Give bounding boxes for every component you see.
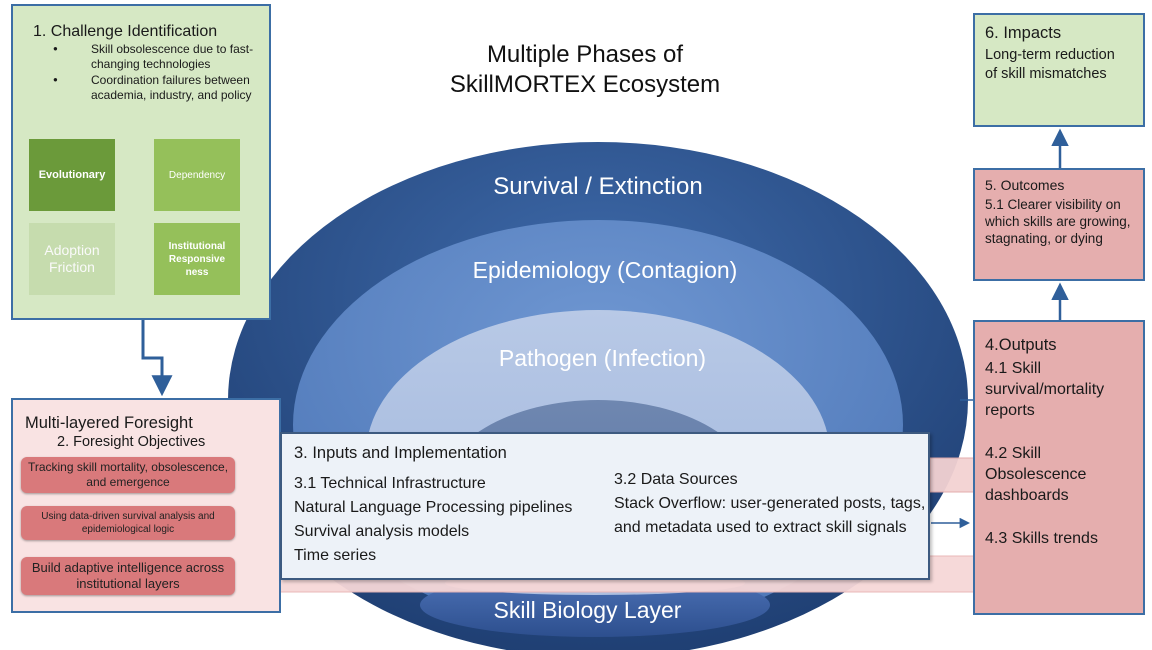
layer-label-survival: Survival / Extinction xyxy=(493,173,703,200)
infra-item-nlp: Natural Language Processing pipelines xyxy=(294,499,573,516)
output-item-1: 4.1 Skill survival/mortality reports xyxy=(985,360,1105,419)
outputs-heading: 4.Outputs xyxy=(985,336,1057,354)
foresight-heading: Multi-layered Foresight xyxy=(25,414,193,432)
outputs-box: 4.Outputs 4.1 Skill survival/mortality r… xyxy=(973,320,1145,615)
layer-label-skill-biology: Skill Biology Layer xyxy=(493,597,682,623)
infra-item-time-series: Time series xyxy=(294,547,377,564)
data-sources-column: 3.2 Data Sources Stack Overflow: user-ge… xyxy=(614,468,926,540)
outcomes-box: 5. Outcomes 5.1 Clearer visibility on wh… xyxy=(973,168,1145,281)
challenge-bullet-2: Coordination failures between academia, … xyxy=(53,73,263,102)
tile-dependency: Dependency xyxy=(154,139,240,211)
infra-item-survival-models: Survival analysis models xyxy=(294,523,470,540)
foresight-objectives-box: Multi-layered Foresight 2. Foresight Obj… xyxy=(11,398,281,613)
foresight-subheading: 2. Foresight Objectives xyxy=(57,434,206,450)
technical-infrastructure-heading: 3.1 Technical Infrastructure xyxy=(294,475,486,492)
technical-infrastructure-column: 3.1 Technical Infrastructure Natural Lan… xyxy=(294,472,614,568)
objective-pill-3: Build adaptive intelligence across insti… xyxy=(21,557,235,595)
tile-adoption-friction: Adoption Friction xyxy=(29,223,115,295)
output-item-3: 4.3 Skills trends xyxy=(985,530,1098,547)
diagram-title-line1: Multiple Phases of xyxy=(486,41,684,68)
challenge-bullet-1: Skill obsolescence due to fast-changing … xyxy=(53,42,263,71)
inputs-implementation-box: 3. Inputs and Implementation 3.1 Technic… xyxy=(280,432,930,580)
objective-pill-1: Tracking skill mortality, obsolescence, … xyxy=(21,457,235,493)
diagram-title-line2: SkillMORTEX Ecosystem xyxy=(449,71,721,98)
challenge-identification-box: 1. Challenge Identification Skill obsole… xyxy=(11,4,271,320)
inputs-heading: 3. Inputs and Implementation xyxy=(294,444,507,462)
challenge-heading: 1. Challenge Identification xyxy=(33,23,218,40)
objective-pill-2: Using data-driven survival analysis and … xyxy=(21,506,235,540)
tile-institutional-responsiveness: Institutional Responsive ness xyxy=(154,223,240,295)
diagram-title: Multiple Phases of SkillMORTEX Ecosystem xyxy=(380,40,790,100)
tile-evolutionary: Evolutionary xyxy=(29,139,115,211)
data-sources-heading: 3.2 Data Sources xyxy=(614,471,738,488)
layer-label-epidemiology: Epidemiology (Contagion) xyxy=(472,257,738,283)
impacts-box: 6. Impacts Long-term reduction of skill … xyxy=(973,13,1145,127)
outcomes-text: 5.1 Clearer visibility on which skills a… xyxy=(985,197,1131,246)
impacts-heading: 6. Impacts xyxy=(985,24,1062,42)
data-sources-text: Stack Overflow: user-generated posts, ta… xyxy=(614,495,926,536)
output-item-2: 4.2 Skill Obsolescence dashboards xyxy=(985,445,1087,504)
impacts-text: Long-term reduction of skill mismatches xyxy=(985,47,1115,82)
outcomes-heading: 5. Outcomes xyxy=(985,177,1065,193)
layer-label-pathogen: Pathogen (Infection) xyxy=(498,345,707,371)
challenge-bullet-list: Skill obsolescence due to fast-changing … xyxy=(53,42,263,104)
connector-challenge-to-foresight xyxy=(141,320,173,397)
